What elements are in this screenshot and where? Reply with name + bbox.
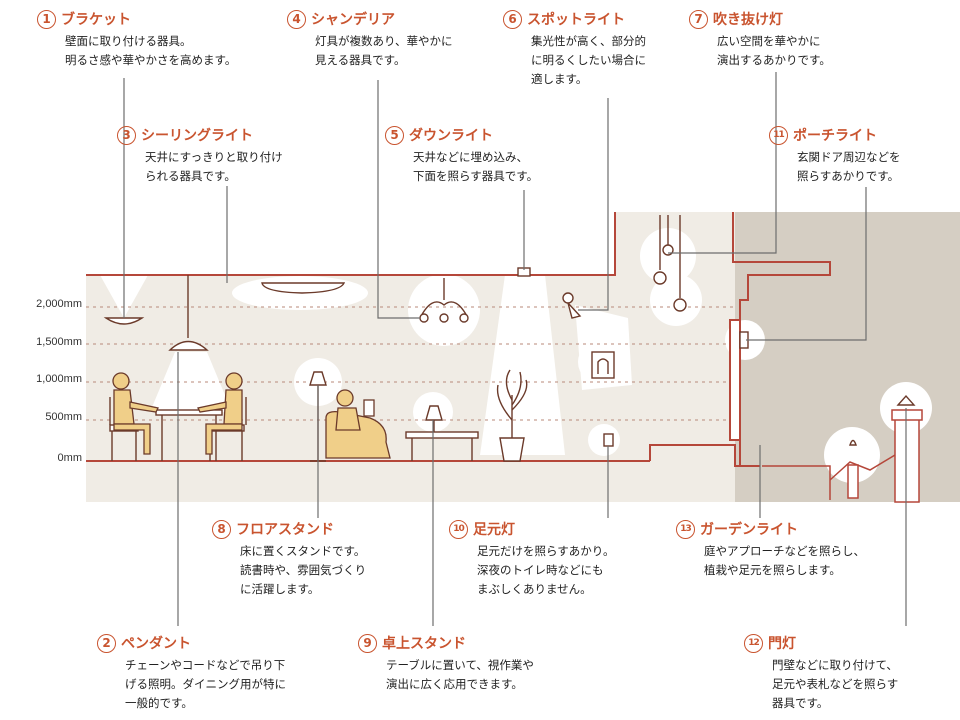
label-atrium-light: 7 吹き抜け灯 広い空間を華やかに演出するあかりです。 bbox=[689, 8, 831, 70]
item-desc-line: に活躍します。 bbox=[240, 582, 320, 596]
item-number: 3 bbox=[117, 125, 136, 145]
item-title: 足元灯 bbox=[473, 522, 515, 538]
item-title: シーリングライト bbox=[141, 128, 253, 144]
item-title: 吹き抜け灯 bbox=[713, 12, 783, 28]
item-title: ポーチライト bbox=[793, 128, 877, 144]
item-desc-line: 器具です。 bbox=[772, 696, 829, 710]
item-desc-line: 演出に広く応用できます。 bbox=[386, 677, 523, 691]
scale-label-1000: 1,000mm bbox=[36, 373, 82, 385]
garden bbox=[762, 409, 923, 503]
item-desc-line: 一般的です。 bbox=[125, 696, 193, 710]
item-desc-line: まぶしくありません。 bbox=[477, 582, 592, 596]
scale-label-2000: 2,000mm bbox=[36, 298, 82, 310]
item-number: 11 bbox=[769, 125, 788, 145]
item-title: ブラケット bbox=[61, 12, 131, 28]
item-title: シャンデリア bbox=[311, 12, 395, 28]
item-title: フロアスタンド bbox=[236, 522, 334, 538]
label-floor-stand: 8 フロアスタンド 床に置くスタンドです。読書時や、雰囲気づくりに活躍します。 bbox=[212, 518, 366, 599]
label-chandelier: 4 シャンデリア 灯具が複数あり、華やかに見える器具です。 bbox=[287, 8, 453, 70]
label-downlight: 5 ダウンライト 天井などに埋め込み、下面を照らす器具です。 bbox=[385, 124, 538, 186]
item-desc-line: 天井にすっきりと取り付け bbox=[145, 150, 283, 164]
item-desc-line: 照らすあかりです。 bbox=[797, 169, 900, 183]
item-desc-line: テーブルに置いて、視作業や bbox=[386, 658, 534, 672]
item-desc-line: 演出するあかりです。 bbox=[717, 53, 831, 67]
item-desc-line: 玄関ドア周辺などを bbox=[797, 150, 901, 164]
item-desc-line: 適します。 bbox=[531, 72, 588, 86]
people bbox=[112, 372, 391, 459]
item-number: 10 bbox=[449, 519, 468, 539]
item-desc-line: 灯具が複数あり、華やかに bbox=[315, 34, 453, 48]
item-desc-line: 集光性が高く、部分的 bbox=[531, 34, 646, 48]
label-spotlight: 6 スポットライト 集光性が高く、部分的に明るくしたい場合に適します。 bbox=[503, 8, 646, 89]
item-title: ペンダント bbox=[121, 636, 191, 652]
item-desc-line: られる器具です。 bbox=[145, 169, 236, 183]
item-desc-line: 深夜のトイレ時などにも bbox=[477, 563, 604, 577]
item-title: 卓上スタンド bbox=[382, 636, 466, 652]
item-desc-line: 門壁などに取り付けて、 bbox=[772, 658, 898, 672]
item-number: 4 bbox=[287, 9, 306, 29]
item-desc-line: げる照明。ダイニング用が特に bbox=[125, 677, 286, 691]
label-table-stand: 9 卓上スタンド テーブルに置いて、視作業や演出に広く応用できます。 bbox=[358, 632, 534, 694]
item-number: 1 bbox=[37, 9, 56, 29]
item-desc-line: 庭やアプローチなどを照らし、 bbox=[704, 544, 865, 558]
item-title: ガーデンライト bbox=[700, 522, 798, 538]
label-porch-light: 11 ポーチライト 玄関ドア周辺などを照らすあかりです。 bbox=[769, 124, 901, 186]
fixtures bbox=[103, 215, 916, 447]
item-desc-line: 明るさ感や華やかさを高めます。 bbox=[65, 53, 237, 67]
item-desc-line: 足元だけを照らすあかり。 bbox=[477, 544, 615, 558]
scale-label-0: 0mm bbox=[57, 452, 82, 464]
item-desc-line: 壁面に取り付ける器具。 bbox=[65, 34, 192, 48]
item-number: 7 bbox=[689, 9, 708, 29]
item-number: 13 bbox=[676, 519, 695, 539]
item-desc-line: 広い空間を華やかに bbox=[717, 34, 821, 48]
item-desc-line: に明るくしたい場合に bbox=[531, 53, 646, 67]
item-number: 12 bbox=[744, 633, 763, 653]
item-desc-line: 下面を照らす器具です。 bbox=[413, 169, 539, 183]
label-foot-light: 10 足元灯 足元だけを照らすあかり。深夜のトイレ時などにもまぶしくありません。 bbox=[449, 518, 615, 599]
label-garden-light: 13 ガーデンライト 庭やアプローチなどを照らし、植栽や足元を照らします。 bbox=[676, 518, 865, 580]
house-outline bbox=[86, 212, 831, 467]
item-desc-line: 植栽や足元を照らします。 bbox=[704, 563, 841, 577]
label-bracket: 1 ブラケット 壁面に取り付ける器具。明るさ感や華やかさを高めます。 bbox=[37, 8, 236, 70]
item-desc-line: 床に置くスタンドです。 bbox=[240, 544, 366, 558]
leader-lines bbox=[123, 72, 907, 626]
scale-gridlines bbox=[86, 306, 735, 421]
item-desc-line: 足元や表札などを照らす bbox=[772, 677, 899, 691]
scale-label-500: 500mm bbox=[45, 411, 82, 423]
item-title: 門灯 bbox=[768, 636, 796, 652]
scale-label-1500: 1,500mm bbox=[36, 336, 82, 348]
item-number: 6 bbox=[503, 9, 522, 29]
item-desc-line: 読書時や、雰囲気づくり bbox=[240, 563, 367, 577]
item-number: 5 bbox=[385, 125, 404, 145]
item-number: 8 bbox=[212, 519, 231, 539]
item-desc-line: 天井などに埋め込み、 bbox=[413, 150, 528, 164]
item-title: ダウンライト bbox=[409, 128, 493, 144]
item-number: 9 bbox=[358, 633, 377, 653]
item-title: スポットライト bbox=[527, 12, 625, 28]
label-ceiling-light: 3 シーリングライト 天井にすっきりと取り付けられる器具です。 bbox=[117, 124, 283, 186]
item-desc-line: チェーンやコードなどで吊り下 bbox=[125, 658, 286, 672]
item-number: 2 bbox=[97, 633, 116, 653]
label-gate-light: 12 門灯 門壁などに取り付けて、足元や表札などを照らす器具です。 bbox=[744, 632, 898, 713]
item-desc-line: 見える器具です。 bbox=[315, 53, 406, 67]
label-pendant: 2 ペンダント チェーンやコードなどで吊り下げる照明。ダイニング用が特に一般的です… bbox=[97, 632, 286, 713]
